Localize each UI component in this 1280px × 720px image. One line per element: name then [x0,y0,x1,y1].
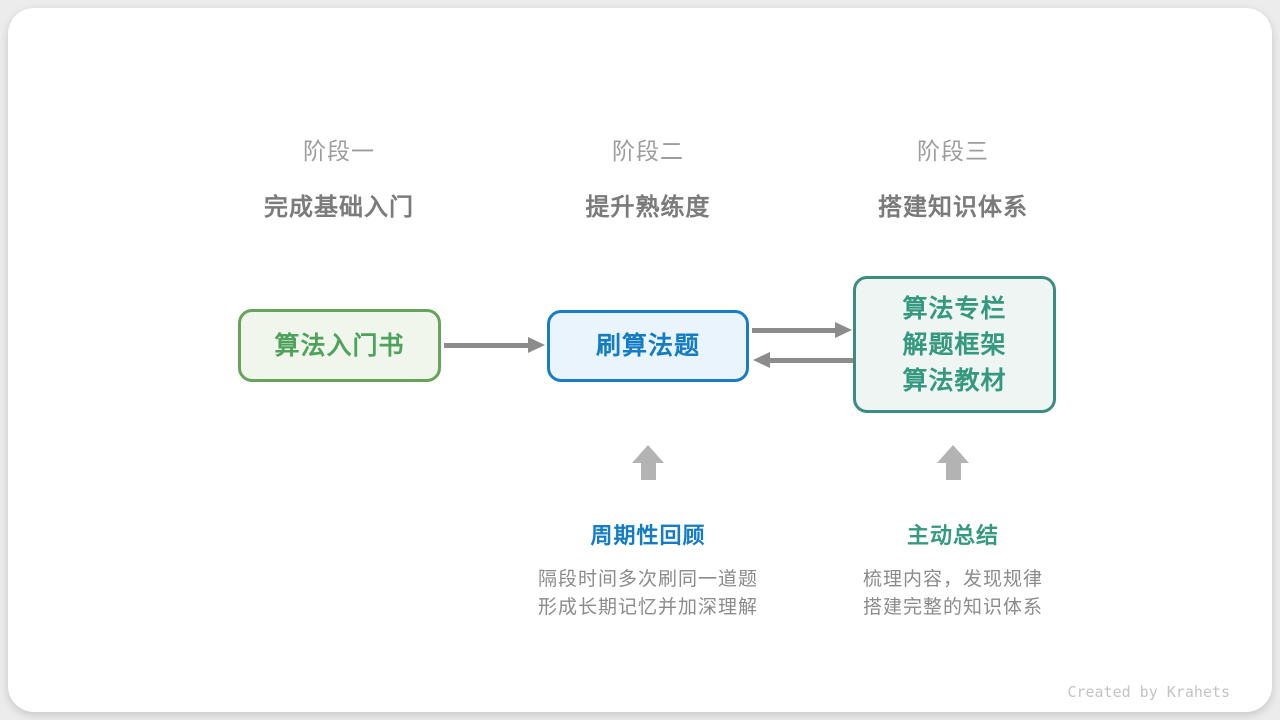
diagram-card: 阶段一 完成基础入门 阶段二 提升熟练度 阶段三 搭建知识体系 算法入门书 刷算… [8,8,1272,712]
arrow-shaft [752,327,840,333]
annotation-summarize-desc-line-1: 梳理内容，发现规律 [862,569,1043,590]
annotation-summarize-title: 主动总结 [906,523,999,548]
annotation-review-desc-line-1: 隔段时间多次刷同一道题 [537,569,758,590]
arrow-head [528,337,545,353]
up-arrow-stem [640,463,656,480]
node-knowledge-line-3: 算法教材 [902,366,1007,395]
stage-3-title: 搭建知识体系 [878,194,1028,221]
arrow-right-intro-to-practice-icon [444,337,545,353]
credit-text: Created by Krahets [1067,683,1230,701]
up-arrow-head [632,445,664,463]
node-intro-book-label: 算法入门书 [274,331,405,360]
up-arrow-head [937,445,969,463]
arrow-right-practice-to-knowledge-icon [752,322,852,338]
up-arrow-stem [945,463,961,480]
node-intro-book: 算法入门书 [238,309,441,382]
stage-1-label: 阶段一 [303,138,375,164]
stage-1-title: 完成基础入门 [264,194,414,221]
arrow-shaft [444,342,533,348]
arrow-head [835,322,852,338]
stage-1-header: 阶段一 完成基础入门 [179,132,499,222]
node-practice-label: 刷算法题 [595,332,700,360]
stage-2-header: 阶段二 提升熟练度 [488,132,808,222]
node-knowledge: 算法专栏 解题框架 算法教材 [853,276,1056,413]
annotation-review-desc-line-2: 形成长期记忆并加深理解 [537,597,758,618]
stage-3-label: 阶段三 [917,138,989,164]
arrow-head [753,352,770,368]
annotation-review-title: 周期性回顾 [590,523,706,548]
up-arrow-summarize-icon [937,445,969,480]
node-practice: 刷算法题 [547,310,749,382]
stage-3-header: 阶段三 搭建知识体系 [793,132,1113,222]
arrow-shaft [765,357,853,363]
stage-2-label: 阶段二 [612,138,684,164]
annotation-summarize-desc: 梳理内容，发现规律 搭建完整的知识体系 [773,566,1133,622]
stage-2-title: 提升熟练度 [585,194,711,221]
annotation-review-desc: 隔段时间多次刷同一道题 形成长期记忆并加深理解 [468,566,828,622]
node-knowledge-line-2: 解题框架 [902,330,1007,359]
up-arrow-review-icon [632,445,664,480]
node-knowledge-line-1: 算法专栏 [902,294,1007,323]
annotation-summarize-desc-line-2: 搭建完整的知识体系 [862,597,1043,618]
arrow-left-knowledge-to-practice-icon [753,352,853,368]
